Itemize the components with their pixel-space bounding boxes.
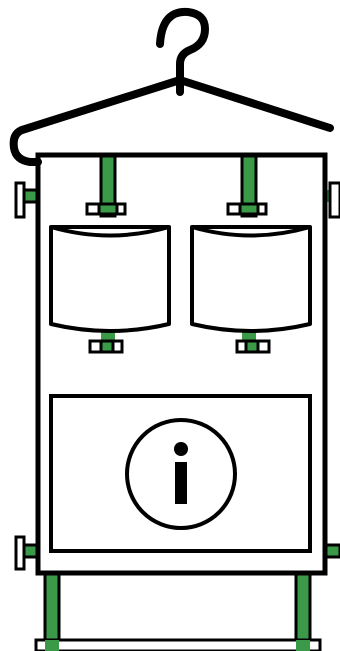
right-rod-outline xyxy=(240,154,258,218)
left-rod xyxy=(101,156,115,216)
bottom-right-peg xyxy=(325,545,340,557)
left-top-clip xyxy=(85,202,127,216)
info-panel xyxy=(49,394,312,553)
left-pouch xyxy=(49,225,171,333)
left-rod-outline xyxy=(99,154,117,218)
right-pouch xyxy=(190,225,312,333)
base-left-foot xyxy=(45,640,59,651)
right-rod xyxy=(242,156,256,216)
base-bar xyxy=(34,638,322,651)
right-top-clip xyxy=(226,202,268,216)
right-bottom-clip xyxy=(235,339,271,354)
organizer-body xyxy=(35,152,328,576)
base-right-foot xyxy=(296,640,310,651)
left-leg xyxy=(45,574,59,642)
info-icon xyxy=(125,418,237,530)
outlines xyxy=(9,7,340,651)
side-pegs-outline xyxy=(14,181,340,571)
left-bottom-clip xyxy=(88,339,124,354)
hanger-icon xyxy=(9,7,334,166)
right-leg xyxy=(296,574,310,642)
